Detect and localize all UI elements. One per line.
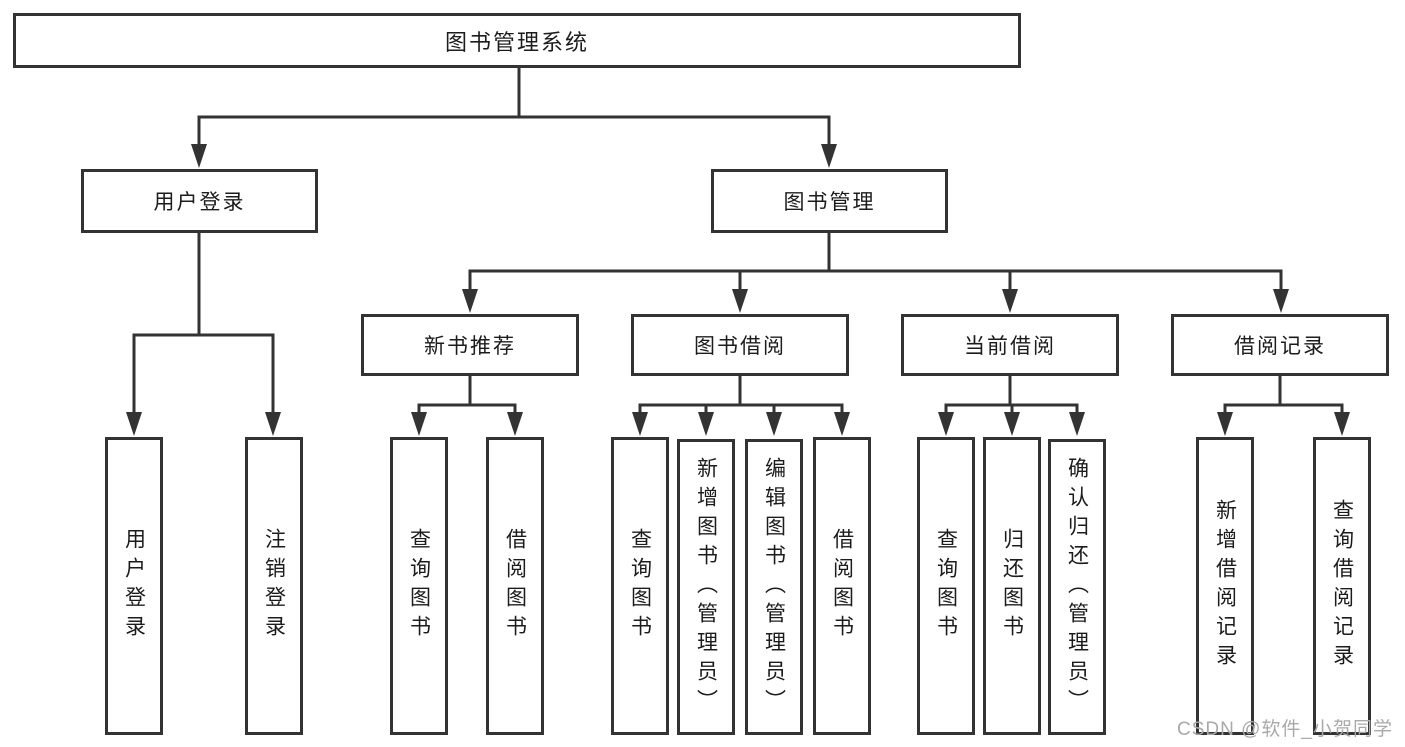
node-book-borrow: 图书借阅 <box>631 314 849 376</box>
arrowhead <box>1069 412 1085 436</box>
leaf-add-book-admin: 新增图书（管理员） <box>677 439 735 735</box>
connector-book-mgmt-children <box>468 233 1283 291</box>
leaf-add-borrow-record: 新增借阅记录 <box>1196 437 1254 735</box>
arrowhead <box>1334 412 1350 436</box>
node-user-login: 用户登录 <box>81 169 318 233</box>
arrowhead <box>732 289 748 313</box>
arrowhead <box>821 144 837 168</box>
arrowhead <box>1002 289 1018 313</box>
arrowhead <box>698 412 714 436</box>
leaf-query-book-current: 查询图书 <box>917 437 975 735</box>
arrowhead <box>411 412 427 436</box>
arrowhead <box>938 412 954 436</box>
leaf-edit-book-admin: 编辑图书（管理员） <box>745 439 803 735</box>
arrowhead <box>191 144 207 168</box>
leaf-user-login: 用户登录 <box>105 437 163 735</box>
arrowhead <box>126 412 142 436</box>
connector-borrow-record-children <box>1223 376 1344 414</box>
node-library-system: 图书管理系统 <box>13 13 1021 68</box>
connector-current-borrow-children <box>944 376 1079 414</box>
arrowhead <box>632 412 648 436</box>
leaf-query-book-borrow: 查询图书 <box>611 437 669 735</box>
arrowhead <box>1273 289 1289 313</box>
leaf-query-book-recommend: 查询图书 <box>390 437 448 735</box>
arrowheads <box>126 144 1350 436</box>
leaf-return-book: 归还图书 <box>983 437 1041 735</box>
csdn-watermark: CSDN @软件_小贺同学 <box>1177 719 1393 740</box>
arrowhead <box>507 412 523 436</box>
leaf-borrow-book-recommend: 借阅图书 <box>486 437 544 735</box>
connector-new-book-children <box>417 376 517 414</box>
leaf-query-borrow-record: 查询借阅记录 <box>1313 437 1371 735</box>
leaf-logout: 注销登录 <box>245 437 303 735</box>
arrowhead <box>1217 412 1233 436</box>
connector-root-to-level2 <box>197 68 831 146</box>
connector-user-login-children <box>132 233 275 414</box>
arrowhead <box>834 412 850 436</box>
arrowhead <box>1004 412 1020 436</box>
node-current-borrow: 当前借阅 <box>901 314 1119 376</box>
node-book-management: 图书管理 <box>711 169 948 233</box>
node-borrow-records: 借阅记录 <box>1171 314 1389 376</box>
connector-book-borrow-children <box>638 376 844 414</box>
node-new-book-recommend: 新书推荐 <box>361 314 579 376</box>
arrowhead <box>462 289 478 313</box>
leaf-borrow-book: 借阅图书 <box>813 437 871 735</box>
arrowhead <box>766 412 782 436</box>
arrowhead <box>265 412 281 436</box>
leaf-confirm-return-admin: 确认归还（管理员） <box>1048 439 1106 735</box>
